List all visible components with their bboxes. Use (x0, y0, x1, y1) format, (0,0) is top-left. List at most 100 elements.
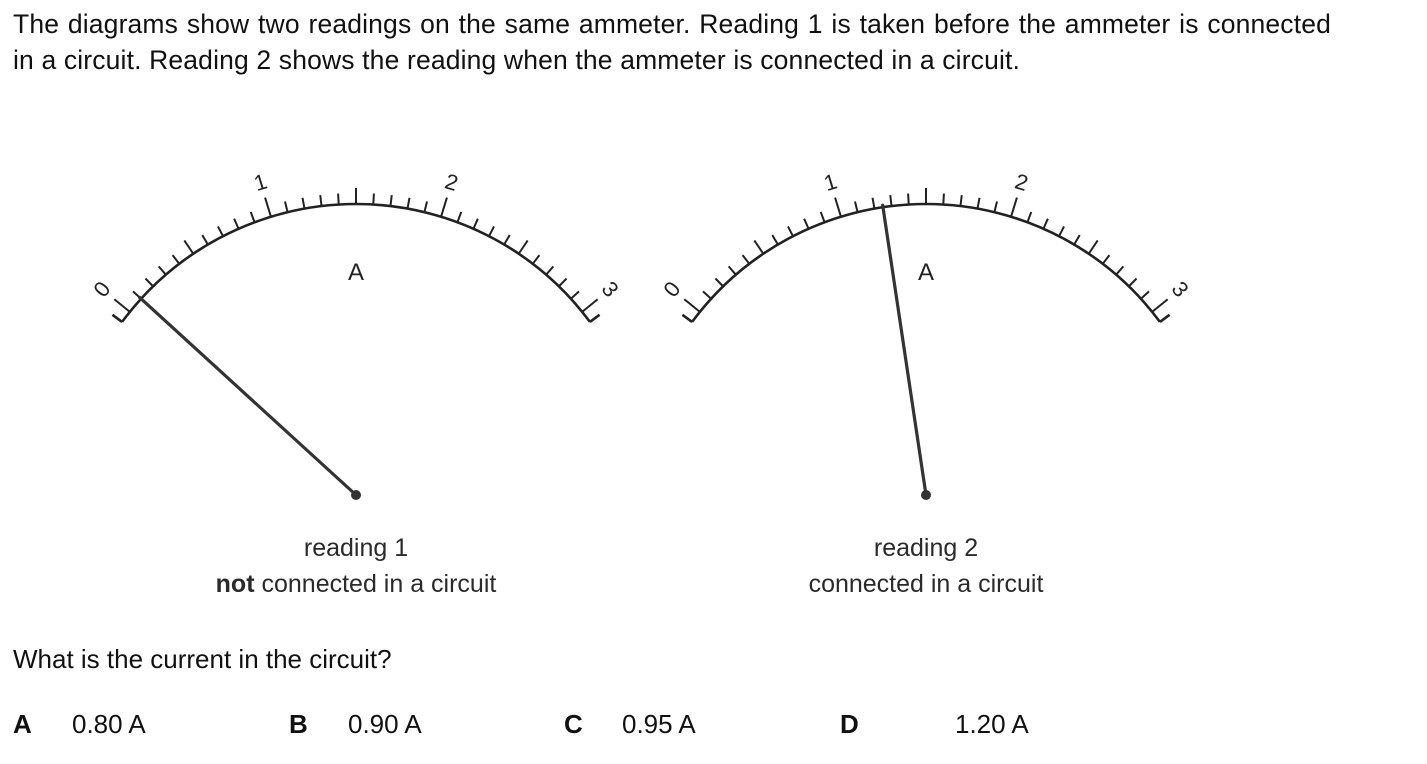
scale-tick (819, 211, 826, 223)
scale-end-right (1159, 313, 1171, 323)
ammeter-dial-2: 0 1 2 3 A (658, 169, 1194, 500)
scale-tick (907, 193, 910, 205)
scale-tick (157, 265, 167, 276)
scale-tick (1073, 234, 1081, 246)
ammeter-reading-1: 0 1 2 3 A reading 1 not connected in a circu… (88, 138, 624, 608)
scale-end-right (589, 313, 601, 323)
scale-tick (889, 195, 893, 207)
scale-label-3: 3 (597, 277, 624, 302)
scale-tick (545, 265, 555, 276)
option-c-letter: C (564, 709, 583, 739)
scale-tick (803, 218, 810, 230)
scale-tick (702, 290, 712, 300)
scale-arc (121, 202, 591, 323)
reading-2-label: reading 2 (873, 534, 979, 562)
scale-tick (942, 193, 945, 205)
scale-arc (691, 202, 1161, 323)
scale-tick (959, 195, 963, 207)
needle (138, 295, 358, 497)
scale-tick (834, 197, 842, 218)
scale-tick (517, 239, 529, 255)
scale-tick (1058, 225, 1065, 237)
option-a-value: 0.80 A (72, 709, 146, 739)
reading-2-condition-text: connected in a circuit (808, 570, 1044, 598)
scale-tick (727, 265, 737, 276)
scale-tick (389, 195, 393, 207)
scale-tick (581, 298, 599, 313)
option-d-value: 1.20 A (955, 709, 1029, 739)
scale-tick (472, 218, 479, 230)
scale-tick (372, 193, 375, 205)
scale-tick (771, 234, 779, 246)
scale-tick (993, 201, 998, 213)
option-c-value: 0.95 A (622, 709, 696, 739)
unit-label-amperes: A (348, 259, 364, 286)
scale-tick (1115, 265, 1125, 276)
scale-tick (440, 197, 448, 218)
scale-tick (976, 197, 981, 209)
needle-pivot (351, 490, 361, 500)
scale-tick (558, 277, 568, 288)
scale-tick (319, 195, 323, 207)
scale-tick (301, 197, 306, 209)
scale-tick (531, 254, 541, 265)
reading-1-label: reading 1 (303, 534, 409, 562)
scale-tick (1128, 277, 1138, 288)
reading-1-condition-text: connected in a circuit (254, 570, 497, 598)
scale-tick (714, 277, 724, 288)
scale-tick (1026, 211, 1033, 223)
scale-tick (1140, 290, 1150, 300)
scale-tick (113, 298, 131, 313)
scale-tick (423, 201, 428, 213)
ammeter-dial-1: 0 1 2 3 A (88, 169, 624, 500)
scale-tick (183, 239, 195, 255)
scale-end-left (681, 313, 693, 323)
scale-tick (503, 234, 511, 246)
scale-tick (284, 201, 289, 213)
scale-label-0: 0 (658, 277, 685, 302)
scale-tick (488, 225, 495, 237)
scale-tick (406, 197, 411, 209)
scale-tick (1087, 239, 1099, 255)
reading-2-condition: connected in a circuit (736, 566, 1116, 602)
scale-tick (854, 201, 859, 213)
scale-tick (233, 218, 240, 230)
scale-tick (337, 193, 340, 205)
reading-1-condition: not connected in a circuit (166, 566, 546, 602)
scale-label-1: 1 (251, 169, 270, 196)
unit-label-amperes: A (918, 259, 934, 286)
scale-tick (1151, 298, 1169, 313)
option-a-letter: A (13, 709, 32, 739)
scale-label-2: 2 (1012, 169, 1031, 196)
scale-tick (683, 298, 701, 313)
question-text: What is the current in the circuit? (13, 644, 392, 674)
scale-tick (1101, 254, 1111, 265)
scale-label-1: 1 (821, 169, 840, 196)
option-b-letter: B (289, 709, 308, 739)
scale-tick (1042, 218, 1049, 230)
question-stem: The diagrams show two readings on the sa… (13, 9, 1331, 75)
scale-tick (787, 225, 794, 237)
scale-end-left (111, 313, 123, 323)
emphasis-not: not (215, 570, 255, 598)
needle (881, 203, 928, 497)
scale-label-3: 3 (1167, 277, 1194, 302)
scale-tick (144, 277, 154, 288)
scale-tick (171, 254, 181, 265)
scale-tick (201, 234, 209, 246)
scale-tick (871, 197, 876, 209)
ammeter-reading-2: 0 1 2 3 A reading 2 connected in a circuit (658, 138, 1194, 608)
option-b-value: 0.90 A (348, 709, 422, 739)
needle-pivot (921, 490, 931, 500)
scale-label-0: 0 (88, 277, 115, 302)
scale-tick (741, 254, 751, 265)
scale-tick (456, 211, 463, 223)
scale-tick (217, 225, 224, 237)
scale-tick (1010, 197, 1018, 218)
scale-tick (264, 197, 272, 218)
scale-tick (753, 239, 765, 255)
option-d-letter: D (840, 709, 859, 739)
scale-tick (249, 211, 256, 223)
scale-tick (570, 290, 580, 300)
scale-label-2: 2 (442, 169, 461, 196)
